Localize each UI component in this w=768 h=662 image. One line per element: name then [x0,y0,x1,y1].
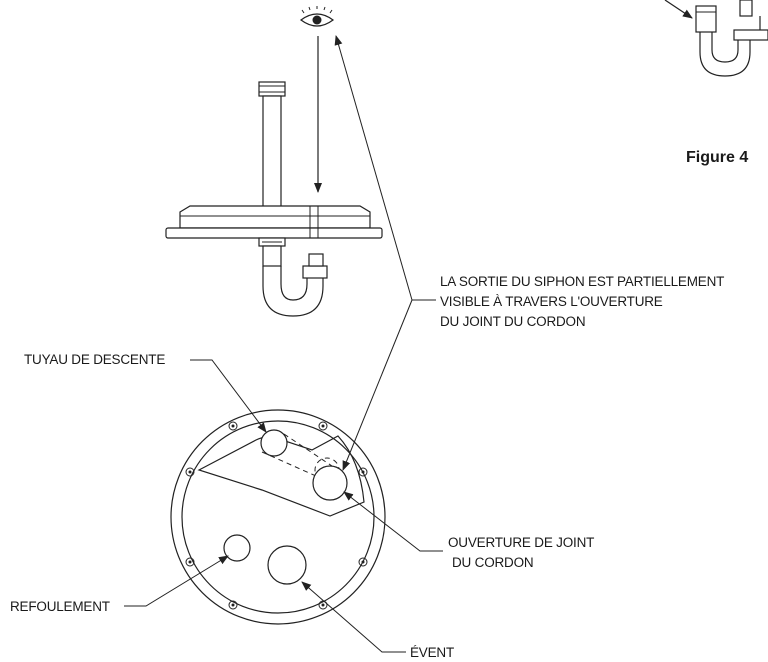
plan-view-cover [170,409,386,625]
refoulement-opening [223,534,251,562]
eye-icon [299,6,335,27]
ouverture-joint-label-line-1: OUVERTURE DE JOINT [448,535,595,550]
ouverture-joint-opening [312,465,348,501]
side-view-assembly [165,81,383,317]
figure-caption: Figure 4 [686,149,749,166]
siphon-note-line-3: DU JOINT DU CORDON [440,314,586,329]
event-label: ÉVENT [410,645,455,660]
ouverture-joint-label-line-2: DU CORDON [452,555,534,570]
refoulement-label: REFOULEMENT [10,599,110,614]
leader-lines [124,35,443,653]
siphon-note-line-1: LA SORTIE DU SIPHON EST PARTIELLEMENT [440,274,725,289]
partial-figure-top-right [664,0,768,77]
tuyau-descente-label: TUYAU DE DESCENTE [24,352,166,367]
siphon-note-line-2: VISIBLE À TRAVERS L'OUVERTURE [440,294,663,309]
event-opening [267,545,307,585]
tuyau-descente-opening [260,429,288,457]
